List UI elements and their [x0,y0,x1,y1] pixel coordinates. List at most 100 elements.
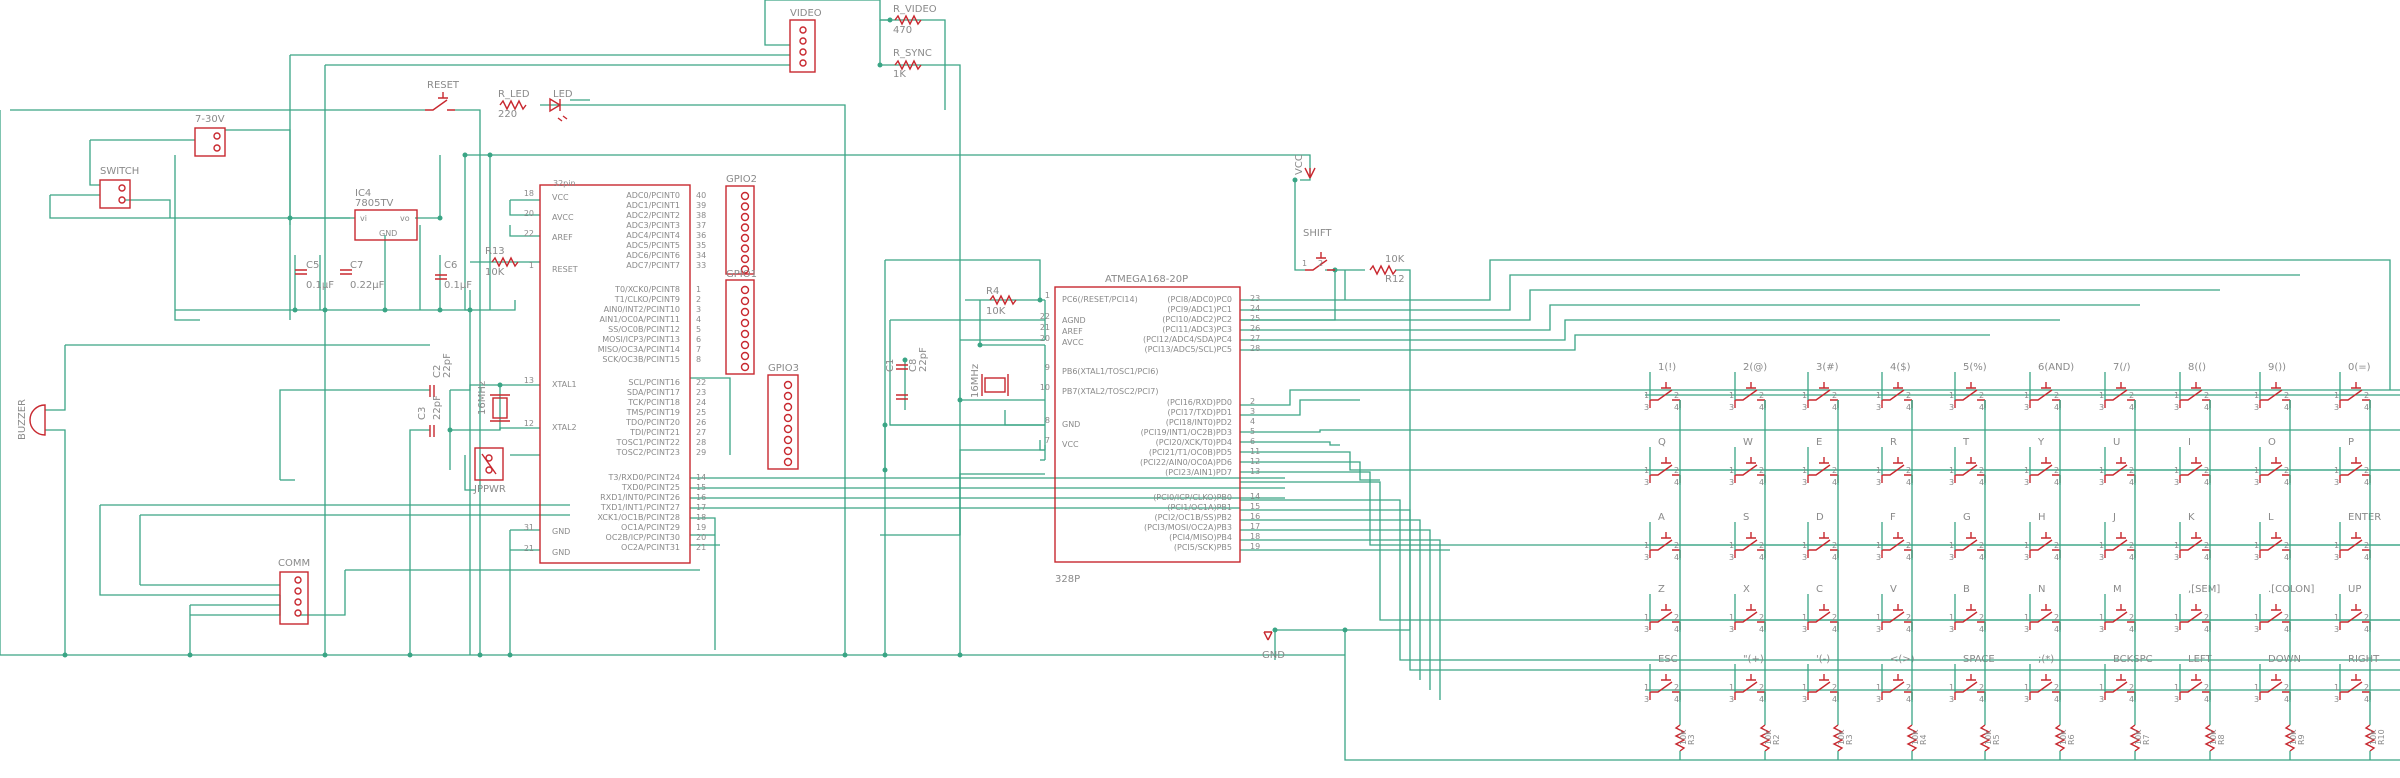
key-pin-num: 1 [1876,541,1881,550]
key-pin-num: 3 [1729,695,1734,704]
mcu1-right-pin-num: 27 [696,428,706,437]
mcu1-right-pin-name: ADC0/PCINT0 [626,191,680,200]
key-pin-num: 4 [1979,553,1984,562]
key-pin-num: 3 [2099,478,2104,487]
key-label: 4($) [1890,362,1911,373]
r4-resistor: R4 10K [986,286,1017,317]
mcu1-right-pin-num: 7 [696,345,701,354]
key-pin-num: 4 [2284,695,2289,704]
key-switch-symbol [2180,532,2210,551]
mcu1-right-pin-name: TMS/PCINT19 [626,408,680,417]
key-label: S [1743,512,1749,523]
key-switch-symbol [2105,604,2135,623]
shift-label: SHIFT [1303,228,1332,239]
pulldown-name: R2 [1772,734,1781,745]
key-label: Q [1658,437,1666,448]
key-pin-num: 3 [1802,478,1807,487]
key-pin-num: 4 [2284,625,2289,634]
pulldown-resistor-symbol [2129,724,2141,752]
key-pin-num: 4 [1674,553,1679,562]
mcu2-left-pin-name: AREF [1062,327,1083,336]
key-switch-symbol [2260,532,2290,551]
key-pin-num: 1 [1644,683,1649,692]
key-pin-num: 2 [2364,466,2369,475]
led-diode: LED [549,89,573,122]
key-label: T [1962,437,1970,448]
mcu1-right-pin-num: 40 [696,191,706,200]
pulldown-name: R7 [2142,734,2151,745]
mcu2-right-pin-num: 13 [1250,467,1260,476]
pulldown-resistor-symbol [2204,724,2216,752]
mcu1-top-label: 32pin [553,179,576,188]
key-pin-num: 1 [2024,541,2029,550]
mcu2-right-pin-name: (PCI11/ADC3)PC3 [1162,325,1232,334]
r12-name: R12 [1385,274,1405,285]
mcu1-right-pin-num: 28 [696,438,706,447]
mcu1-right-pin-num: 24 [696,398,706,407]
key-switch-symbol [2180,604,2210,623]
key-pin-num: 1 [1802,613,1807,622]
key-pin-num: 3 [1729,403,1734,412]
mcu2-right-pin-name: (PCI10/ADC2)PC2 [1162,315,1232,324]
mcu2-left-pin-num: 7 [1045,436,1050,445]
mcu1-right-pin-num: 3 [696,305,701,314]
key-pin-num: 1 [2254,541,2259,550]
power-connector: 7-30V [194,114,226,157]
key-pin-num: 1 [1876,683,1881,692]
key-switch-symbol [1882,604,1912,623]
key-pin-num: 1 [1802,683,1807,692]
key-label: 9()) [2268,362,2286,373]
mcu2-left-pin-name: PC6(/RESET/PCI14) [1062,295,1138,304]
r-sync-resistor: R_SYNC 1K [893,48,932,80]
key-label: H [2038,512,2046,523]
gpio3-connector: GPIO3 [767,363,799,470]
pulldown-value: 10K [2369,729,2378,745]
svg-text:1: 1 [1302,259,1307,268]
comm-label: COMM [278,558,310,569]
key-pin-num: 2 [2054,391,2059,400]
key-label: '(-) [1816,654,1830,665]
pulldown-value: 10K [1764,729,1773,745]
c3-value: 22pF [432,395,443,420]
key-switch-symbol [2180,674,2210,693]
c5-name: C5 [306,260,319,271]
pulldown-name: R10 [2377,729,2386,745]
key-pin-num: 4 [1674,478,1679,487]
key-pin-num: 3 [1876,478,1881,487]
mcu1-right-pin-num: 4 [696,315,701,324]
mcu1-right-pin-num: 8 [696,355,701,364]
key-pin-num: 3 [1876,695,1881,704]
mcu1-right-pin-name: RXD1/INT0/PCINT26 [600,493,680,502]
key-pin-num: 4 [1906,403,1911,412]
capacitor-c8: C8 22pF [896,347,929,400]
key-label: N [2038,584,2045,595]
c8-value: 22pF [918,347,929,372]
key-switch-symbol [1735,532,1765,551]
key-pin-num: 1 [2099,466,2104,475]
key-pin-num: 2 [1979,391,1984,400]
mcu1-left-pin-name: XTAL2 [552,423,577,432]
key-label: Z [1658,584,1665,595]
regulator-ic4: IC4 7805TV vi vo GND [354,188,418,241]
mcu1-right-pin-num: 25 [696,408,706,417]
key-pin-num: 2 [1674,466,1679,475]
c6-value: 0.1μF [444,280,472,291]
mcu1-left-pin-name: VCC [552,193,569,202]
key-pin-num: 3 [2334,695,2339,704]
key-switch-symbol [1650,457,1680,476]
key-pin-num: 3 [2174,695,2179,704]
key-pin-num: 4 [1759,478,1764,487]
mcu2-right-pin-name: (PCI9/ADC1)PC1 [1167,305,1232,314]
mcu2-right-pin-num: 28 [1250,344,1260,353]
mcu1-right-pin-name: OC2B/ICP/PCINT30 [606,533,680,542]
mcu1-right-pin-name: T1/CLKO/PCINT9 [614,295,680,304]
